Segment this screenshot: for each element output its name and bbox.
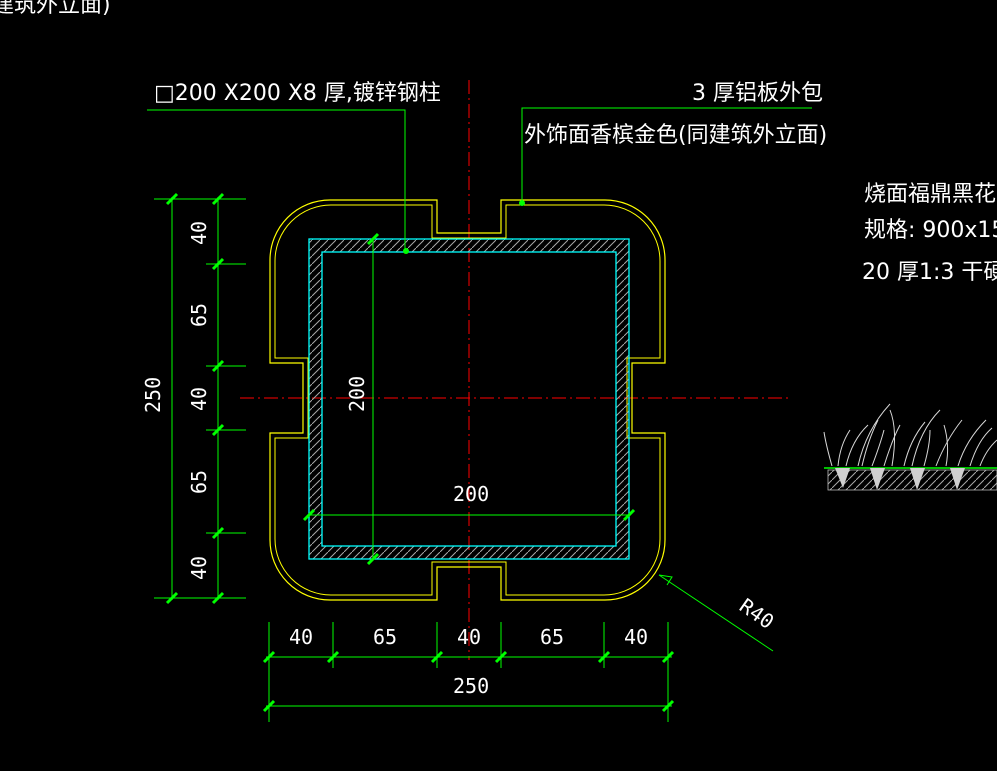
- cladding-leader: [521, 107, 812, 203]
- inner-vertical-dimension: [366, 232, 380, 566]
- bottom-seg-5: 40: [624, 625, 648, 649]
- centerlines: [240, 80, 790, 660]
- left-dimension-lines: [154, 192, 246, 605]
- right-note-line3: 20 厚1:3 干硬: [862, 260, 997, 285]
- steel-column-leader-dot: [403, 248, 409, 254]
- left-seg-5: 40: [187, 556, 211, 580]
- bottom-dimension-lines: [262, 622, 675, 722]
- left-total-dim-text: 250: [141, 377, 165, 413]
- cladding-outline-inner: [274, 204, 661, 596]
- radius-leader: [658, 574, 774, 652]
- bottom-seg-4: 65: [540, 625, 564, 649]
- radius-text: R40: [735, 593, 778, 633]
- steel-column-leader: [147, 109, 406, 250]
- steel-tube-inner-edge: [321, 251, 617, 547]
- left-seg-4: 65: [187, 470, 211, 494]
- grass-symbol: [823, 403, 997, 491]
- bottom-total-dim-text: 250: [453, 674, 489, 698]
- bottom-seg-3: 40: [457, 625, 481, 649]
- left-seg-3: 40: [187, 387, 211, 411]
- steel-tube-outer-edge: [308, 238, 630, 560]
- cladding-note-line2: 外饰面香槟金色(同建筑外立面): [524, 123, 827, 148]
- cladding-leader-dot: [519, 200, 525, 206]
- bottom-seg-2: 65: [373, 625, 397, 649]
- bottom-seg-1: 40: [289, 625, 313, 649]
- steel-column-note: □200 X200 X8 厚,镀锌钢柱: [154, 81, 441, 106]
- left-seg-1: 40: [187, 221, 211, 245]
- cladding-note-line1: 3 厚铝板外包: [692, 81, 823, 106]
- inner-horizontal-dimension: [302, 508, 636, 522]
- cladding-outline-outer: [269, 199, 666, 601]
- right-note-line1: 烧面福鼎黑花岗: [864, 182, 997, 207]
- inner-vertical-dim-text: 200: [345, 376, 369, 412]
- top-cut-text: 建筑外立面): [0, 0, 111, 18]
- left-seg-2: 65: [187, 303, 211, 327]
- right-note-line2: 规格: 900x150x: [864, 218, 997, 243]
- inner-horizontal-dim-text: 200: [453, 482, 489, 506]
